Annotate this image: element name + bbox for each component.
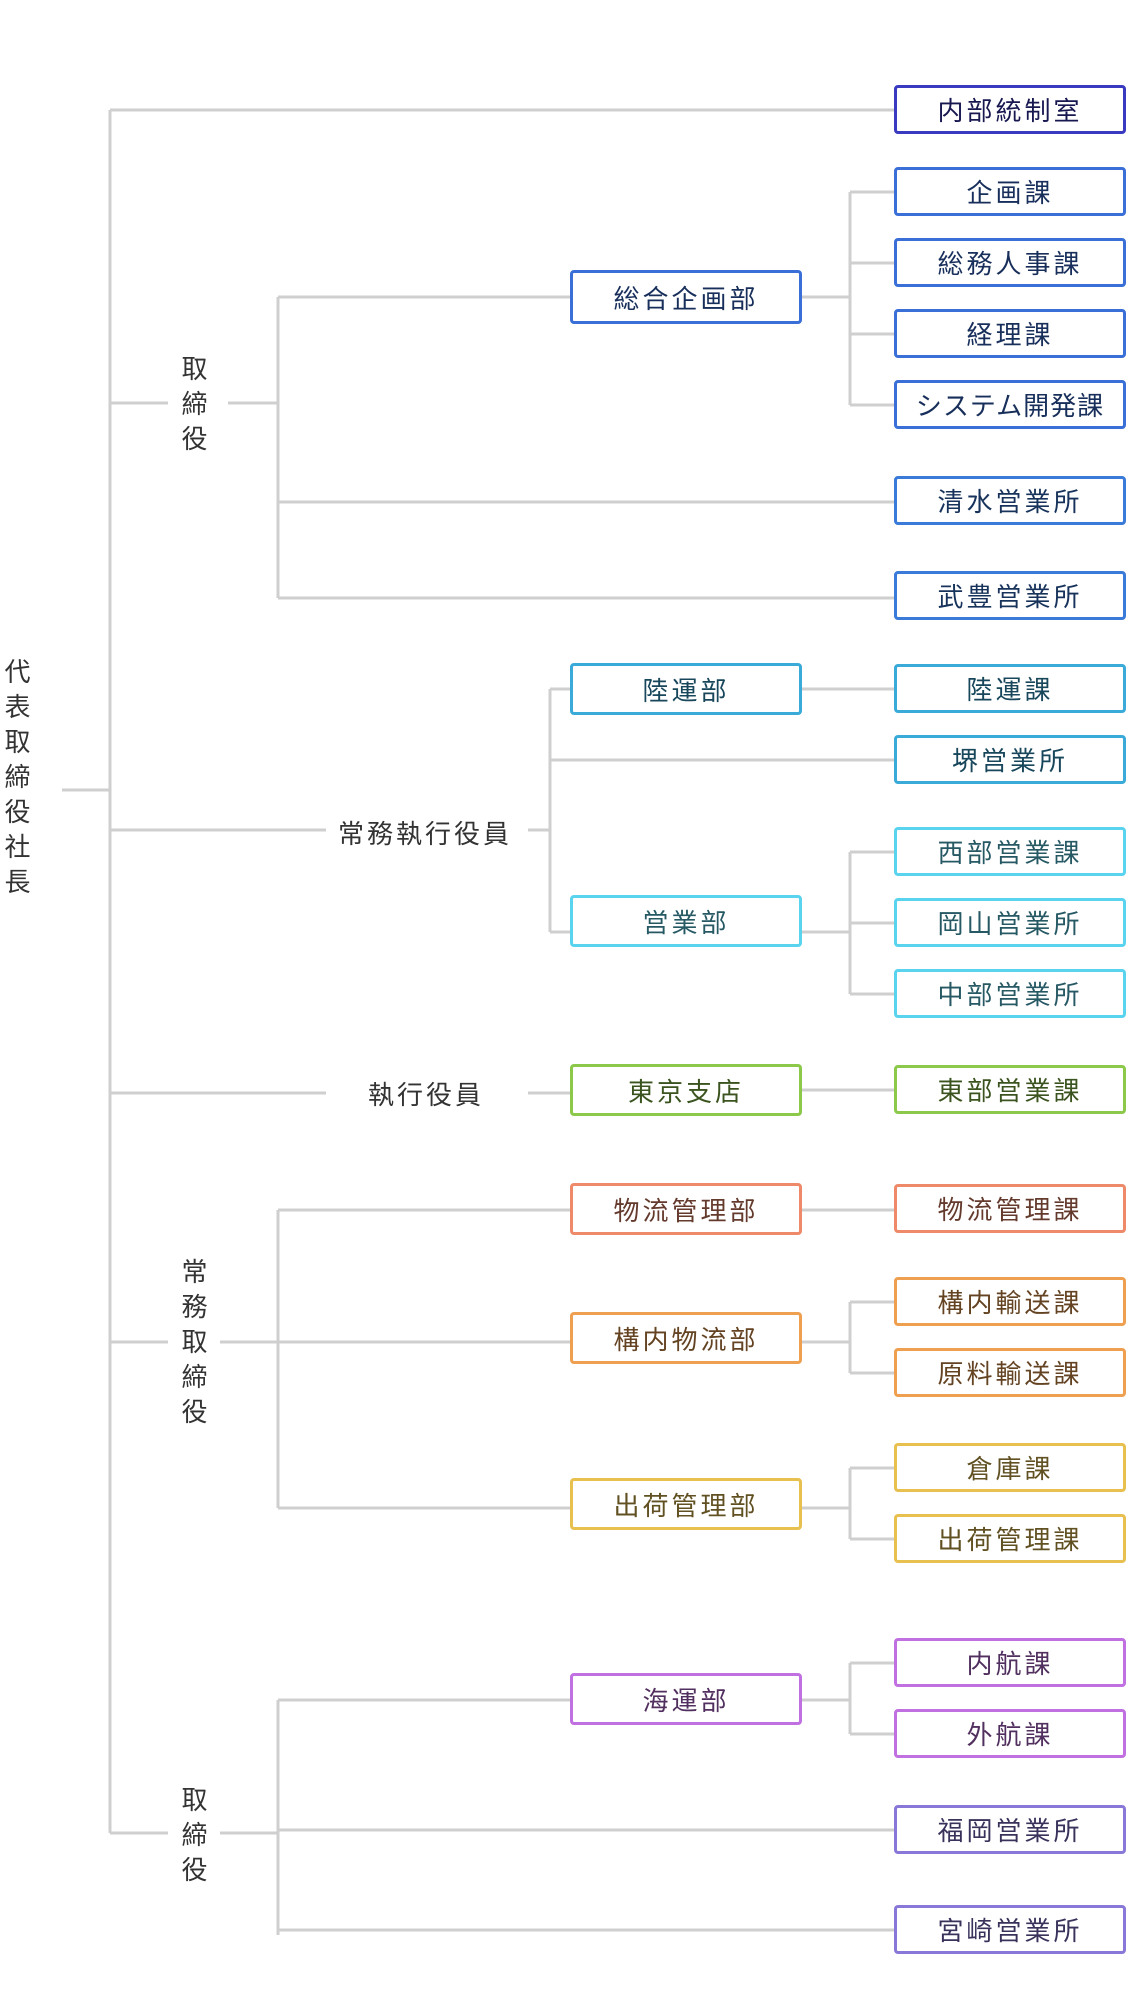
- section-domestic-shipping[interactable]: 内航課: [894, 1638, 1126, 1687]
- office-fukuoka[interactable]: 福岡営業所: [894, 1805, 1126, 1854]
- section-planning[interactable]: 企画課: [894, 167, 1126, 216]
- branch-label-director-1: 取締役: [177, 355, 207, 460]
- dept-shipping-mgmt[interactable]: 出荷管理部: [570, 1478, 802, 1530]
- section-general-affairs[interactable]: 総務人事課: [894, 238, 1126, 287]
- section-onsite-transport[interactable]: 構内輸送課: [894, 1277, 1126, 1326]
- branch-label-director-2: 取締役: [177, 1786, 207, 1891]
- section-land-transport[interactable]: 陸運課: [894, 664, 1126, 713]
- section-logistics-mgmt[interactable]: 物流管理課: [894, 1184, 1126, 1233]
- section-system-dev[interactable]: システム開発課: [894, 380, 1126, 429]
- section-warehouse[interactable]: 倉庫課: [894, 1443, 1126, 1492]
- section-shipping-mgmt[interactable]: 出荷管理課: [894, 1514, 1126, 1563]
- section-overseas-shipping[interactable]: 外航課: [894, 1709, 1126, 1758]
- branch-tokyo[interactable]: 東京支店: [570, 1064, 802, 1116]
- office-taketoyo[interactable]: 武豊営業所: [894, 571, 1126, 620]
- office-shimizu[interactable]: 清水営業所: [894, 476, 1126, 525]
- section-west-sales[interactable]: 西部営業課: [894, 827, 1126, 876]
- branch-label-managing-director: 常務取締役: [177, 1258, 207, 1433]
- section-accounting[interactable]: 経理課: [894, 309, 1126, 358]
- office-miyazaki[interactable]: 宮崎営業所: [894, 1905, 1126, 1954]
- section-material-transport[interactable]: 原料輸送課: [894, 1348, 1126, 1397]
- dept-onsite-logistics[interactable]: 構内物流部: [570, 1312, 802, 1364]
- office-chubu[interactable]: 中部営業所: [894, 969, 1126, 1018]
- dept-planning[interactable]: 総合企画部: [570, 270, 802, 324]
- unit-internal-control[interactable]: 内部統制室: [894, 85, 1126, 134]
- office-okayama[interactable]: 岡山営業所: [894, 898, 1126, 947]
- root-label: 代表取締役社長: [0, 658, 30, 903]
- dept-sales[interactable]: 営業部: [570, 895, 802, 947]
- branch-label-managing-exec: 常務執行役員: [338, 820, 513, 850]
- dept-logistics-mgmt[interactable]: 物流管理部: [570, 1183, 802, 1235]
- section-east-sales[interactable]: 東部営業課: [894, 1065, 1126, 1114]
- branch-label-exec: 執行役員: [368, 1081, 485, 1111]
- office-sakai[interactable]: 堺営業所: [894, 735, 1126, 784]
- dept-land-transport[interactable]: 陸運部: [570, 663, 802, 715]
- dept-marine-transport[interactable]: 海運部: [570, 1673, 802, 1725]
